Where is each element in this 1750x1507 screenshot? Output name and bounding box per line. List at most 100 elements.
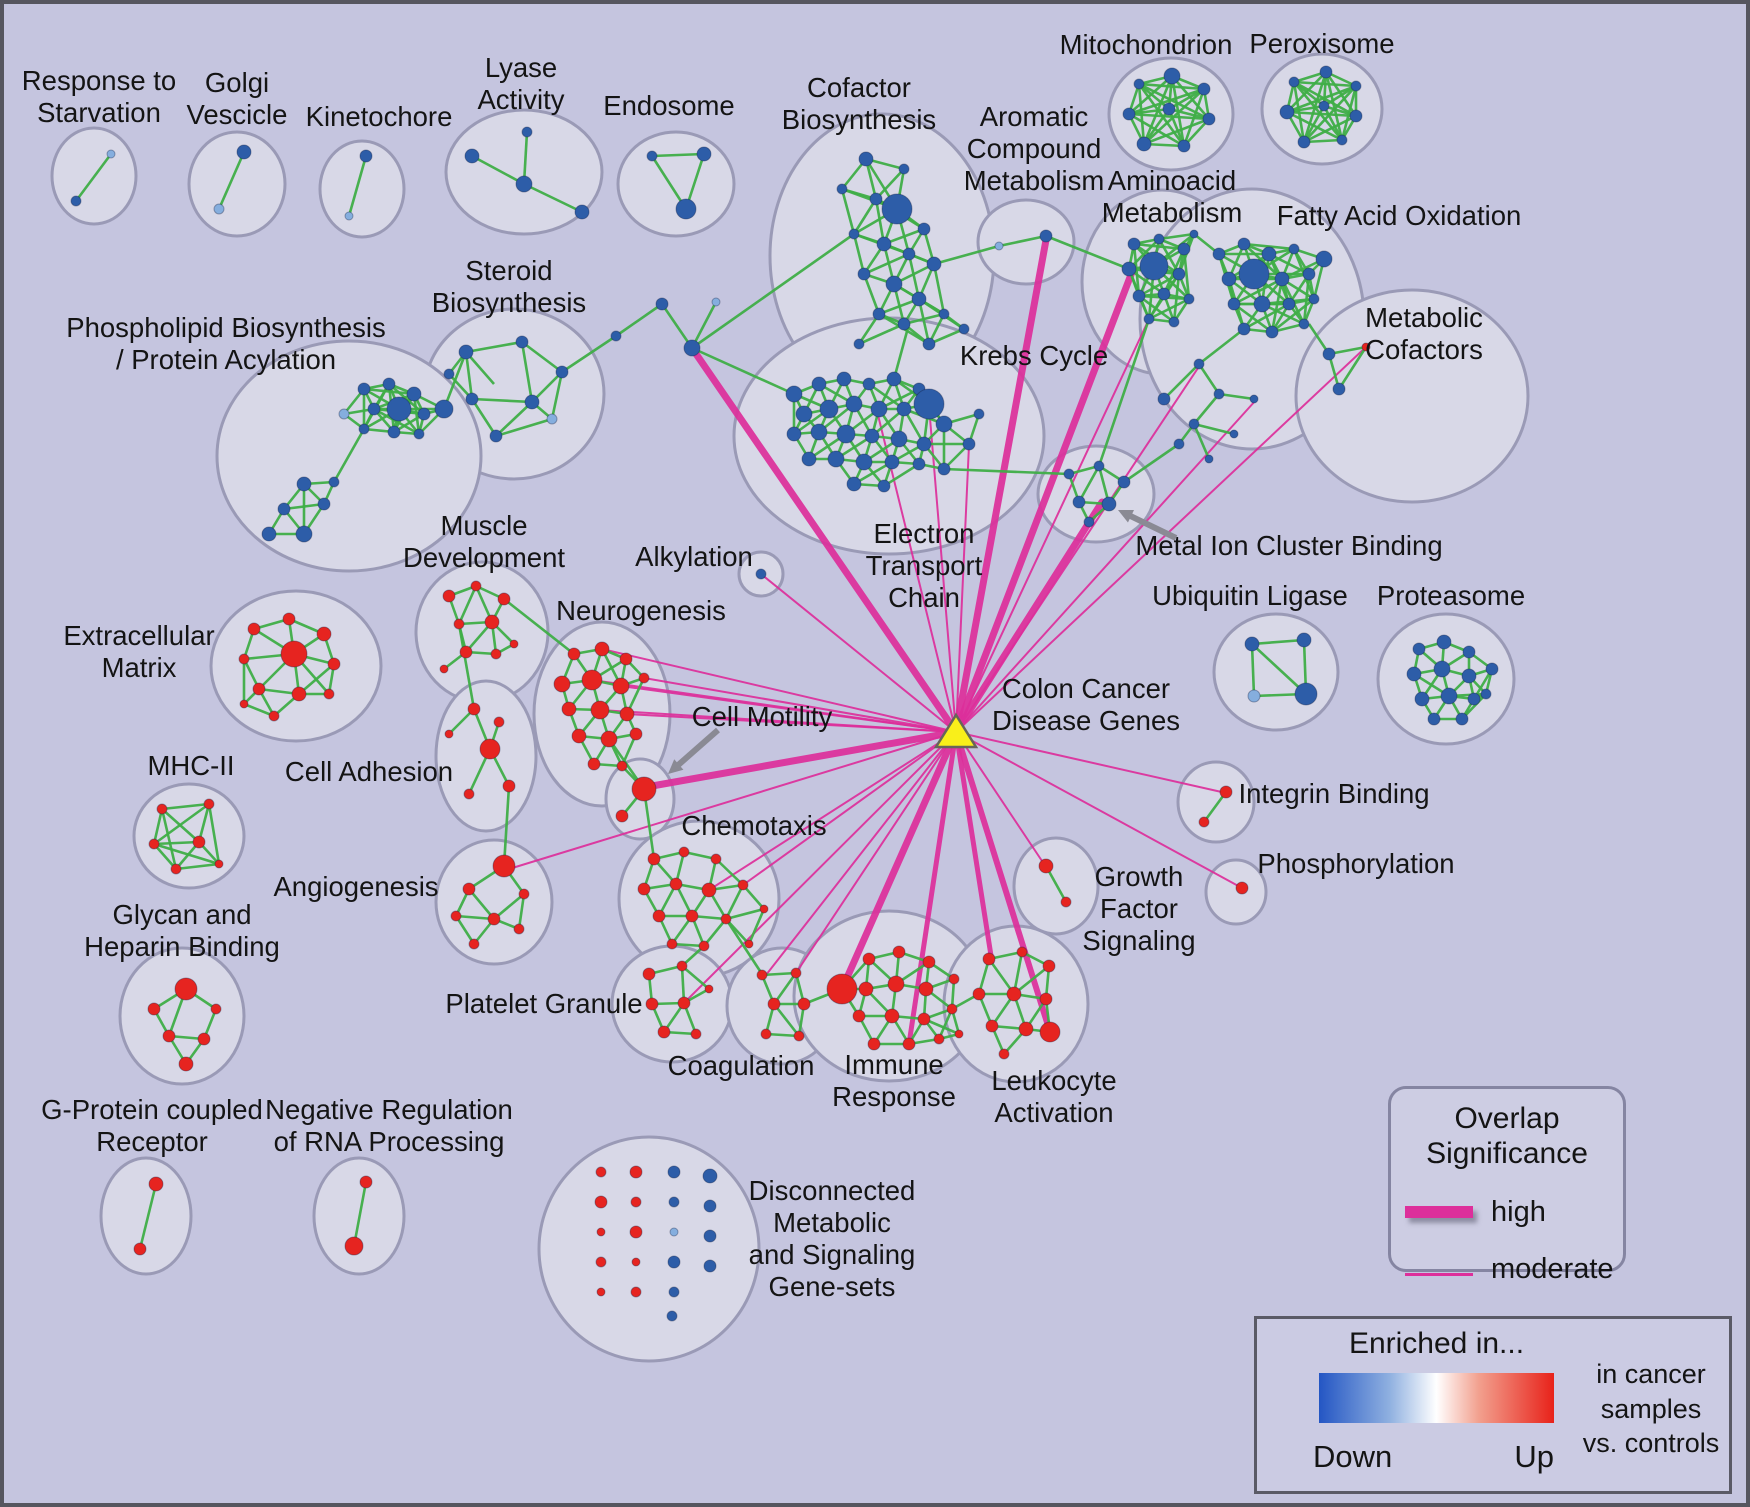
chemotaxis-node[interactable] [698, 940, 710, 952]
neurogenesis-node[interactable] [616, 760, 628, 772]
disconnected-gene-sets-node[interactable] [666, 1310, 678, 1322]
cofactor-biosynthesis-node[interactable] [853, 338, 865, 350]
g-protein-coupled-receptor-node[interactable] [133, 1242, 147, 1256]
cofactor-biosynthesis-node[interactable] [869, 192, 883, 206]
coagulation-node[interactable] [756, 969, 768, 981]
cofactor-biosynthesis-node[interactable] [872, 307, 886, 321]
ubiquitin-ligase-node[interactable] [1296, 632, 1312, 648]
glycan-heparin-binding-node[interactable] [178, 1056, 194, 1072]
phospholipid-biosynthesis-node[interactable] [358, 423, 370, 435]
ubiquitin-ligase-node[interactable] [1294, 682, 1318, 706]
neurogenesis-node[interactable] [571, 728, 587, 744]
fatty-acid-oxidation-node[interactable] [1237, 322, 1251, 336]
aminoacid-metabolism-node[interactable] [1157, 287, 1171, 301]
connector-node[interactable] [683, 339, 701, 357]
ubiquitin-ligase-node[interactable] [1247, 689, 1261, 703]
platelet-granule-node[interactable] [677, 996, 691, 1010]
disconnected-gene-sets-node[interactable] [667, 1255, 681, 1269]
aminoacid-metabolism-node[interactable] [1189, 229, 1199, 239]
extracellular-matrix-node[interactable] [239, 699, 249, 709]
proteasome-node[interactable] [1461, 668, 1477, 684]
electron-transport-chain-node[interactable] [962, 437, 976, 451]
proteasome-node[interactable] [1467, 692, 1481, 706]
disconnected-gene-sets-node[interactable] [668, 1286, 680, 1298]
immune-response-node[interactable] [826, 973, 858, 1005]
peroxisome-node[interactable] [1318, 100, 1330, 112]
chemotaxis-node[interactable] [669, 877, 683, 891]
phospholipid-biosynthesis-node[interactable] [261, 526, 277, 542]
connector-node[interactable] [1229, 429, 1239, 439]
fatty-acid-oxidation-node[interactable] [1302, 267, 1316, 281]
connector-node[interactable] [711, 297, 721, 307]
coagulation-node[interactable] [790, 967, 802, 979]
disconnected-gene-sets-node[interactable] [596, 1287, 606, 1297]
mitochondrion-node[interactable] [1122, 107, 1136, 121]
angiogenesis-node[interactable] [518, 888, 530, 900]
neurogenesis-node[interactable] [561, 701, 577, 717]
disconnected-gene-sets-node[interactable] [630, 1196, 642, 1208]
electron-transport-chain-node[interactable] [811, 376, 827, 392]
extracellular-matrix-node[interactable] [280, 640, 308, 668]
cell-adhesion-node[interactable] [479, 738, 501, 760]
lyase-activity-node[interactable] [464, 148, 480, 164]
aromatic-compound-metabolism-node[interactable] [994, 241, 1004, 251]
electron-transport-chain-node[interactable] [845, 395, 863, 413]
fatty-acid-oxidation-node[interactable] [1238, 258, 1270, 290]
mitochondrion-node[interactable] [1133, 78, 1145, 90]
mhc-ii-node[interactable] [203, 798, 215, 810]
immune-response-node[interactable] [887, 975, 905, 993]
cell-motility-node[interactable] [631, 776, 657, 802]
chemotaxis-node[interactable] [710, 853, 722, 865]
fatty-acid-oxidation-node[interactable] [1288, 243, 1300, 255]
mitochondrion-node[interactable] [1177, 139, 1191, 153]
neurogenesis-node[interactable] [567, 647, 581, 661]
leukocyte-activation-node[interactable] [1039, 1021, 1061, 1043]
chemotaxis-node[interactable] [720, 913, 732, 925]
angiogenesis-node[interactable] [468, 938, 480, 950]
mhc-ii-node[interactable] [192, 835, 206, 849]
neurogenesis-node[interactable] [619, 706, 635, 722]
electron-transport-chain-node[interactable] [886, 371, 902, 387]
proteasome-node[interactable] [1485, 662, 1499, 676]
neurogenesis-node[interactable] [619, 652, 633, 666]
platelet-granule-node[interactable] [645, 997, 659, 1011]
aminoacid-metabolism-node[interactable] [1132, 289, 1146, 303]
extracellular-matrix-node[interactable] [252, 682, 266, 696]
leukocyte-activation-node[interactable] [1039, 992, 1053, 1006]
metal-ion-cluster-binding-node[interactable] [1117, 475, 1131, 489]
disconnected-gene-sets-node[interactable] [703, 1199, 717, 1213]
fatty-acid-oxidation-node[interactable] [1282, 297, 1296, 311]
chemotaxis-node[interactable] [637, 882, 651, 896]
neurogenesis-node[interactable] [553, 675, 571, 693]
neurogenesis-node[interactable] [629, 727, 643, 741]
chemotaxis-node[interactable] [652, 909, 666, 923]
disconnected-gene-sets-node[interactable] [630, 1286, 642, 1298]
peroxisome-node[interactable] [1336, 134, 1348, 146]
kinetochore-node[interactable] [359, 149, 373, 163]
chemotaxis-node[interactable] [737, 879, 749, 891]
immune-response-node[interactable] [867, 1037, 881, 1051]
connector-node[interactable] [1173, 438, 1185, 450]
mitochondrion-node[interactable] [1162, 102, 1176, 116]
phospholipid-biosynthesis-node[interactable] [277, 502, 291, 516]
phospholipid-biosynthesis-node[interactable] [338, 408, 350, 420]
angiogenesis-node[interactable] [450, 910, 462, 922]
immune-response-node[interactable] [954, 1029, 964, 1039]
phospholipid-biosynthesis-node[interactable] [434, 399, 454, 419]
leukocyte-activation-node[interactable] [1018, 1021, 1034, 1037]
electron-transport-chain-node[interactable] [846, 476, 862, 492]
neurogenesis-node[interactable] [594, 641, 610, 657]
cofactor-biosynthesis-node[interactable] [897, 317, 911, 331]
aminoacid-metabolism-node[interactable] [1168, 316, 1180, 328]
phospholipid-biosynthesis-node[interactable] [413, 428, 425, 440]
electron-transport-chain-node[interactable] [935, 415, 953, 433]
disconnected-gene-sets-node[interactable] [629, 1225, 643, 1239]
chemotaxis-node[interactable] [647, 852, 661, 866]
aminoacid-metabolism-node[interactable] [1127, 237, 1141, 251]
immune-response-node[interactable] [918, 981, 934, 997]
muscle-development-node[interactable] [497, 592, 511, 606]
peroxisome-node[interactable] [1297, 135, 1311, 149]
muscle-development-node[interactable] [470, 580, 482, 592]
cofactor-biosynthesis-node[interactable] [911, 291, 927, 307]
cofactor-biosynthesis-node[interactable] [848, 228, 860, 240]
